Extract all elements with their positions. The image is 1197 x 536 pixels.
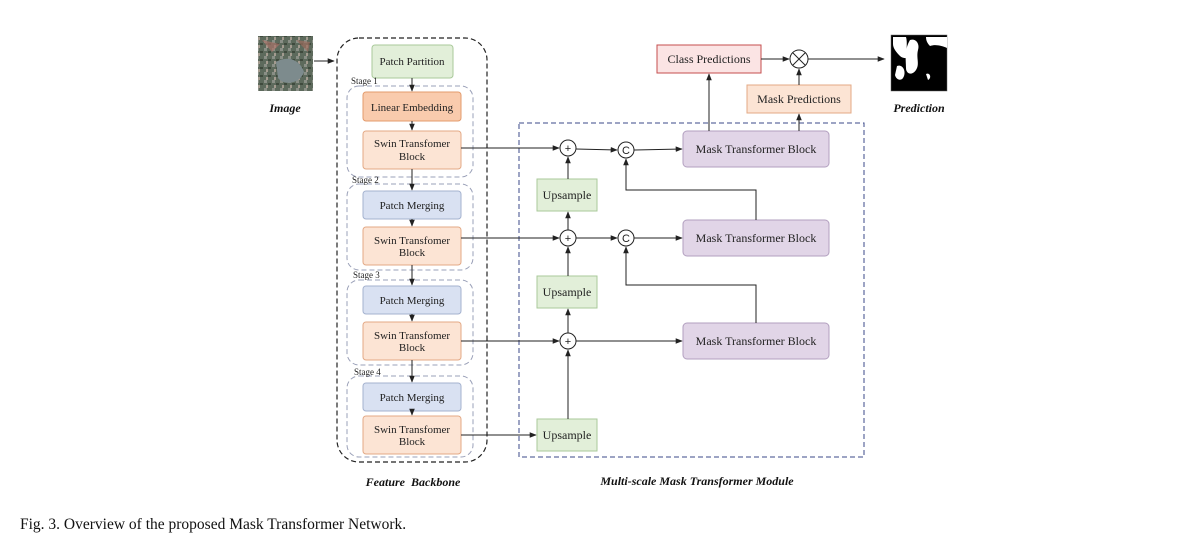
input-image — [258, 36, 313, 91]
mask-predictions-box: Mask Predictions — [746, 84, 852, 114]
svg-text:Mask Predictions: Mask Predictions — [757, 92, 841, 106]
feature-backbone-container — [336, 37, 488, 463]
upsample-box-3: Upsample — [536, 418, 598, 452]
upsample-box-2: Upsample — [536, 275, 598, 309]
upsample-box-1: Upsample — [536, 178, 598, 212]
mask-transformer-block-1: Mask Transformer Block — [682, 130, 830, 168]
swin-block-stage-4: Swin Transfomer Block — [362, 415, 462, 455]
svg-text:Swin Transfomer: Swin Transfomer — [374, 330, 450, 342]
svg-text:Mask Transformer Block: Mask Transformer Block — [696, 142, 817, 156]
stage-2-label: Stage 2 — [352, 175, 379, 185]
stage-4-label: Stage 4 — [354, 367, 381, 377]
svg-text:Swin Transfomer: Swin Transfomer — [374, 138, 450, 150]
svg-text:Mask Transformer Block: Mask Transformer Block — [696, 231, 817, 245]
prediction-label: Prediction — [893, 101, 945, 115]
svg-text:Block: Block — [399, 342, 426, 354]
svg-text:Linear Embedding: Linear Embedding — [371, 102, 454, 114]
svg-text:Upsample: Upsample — [543, 428, 592, 442]
swin-block-stage-1: Swin Transfomer Block — [362, 130, 462, 170]
patch-merging-stage-2: Patch Merging — [362, 190, 462, 220]
svg-text:+: + — [565, 143, 571, 155]
figure-caption: Fig. 3. Overview of the proposed Mask Tr… — [20, 516, 407, 533]
patch-merging-stage-4: Patch Merging — [362, 382, 462, 412]
add-node-1: + — [559, 139, 577, 157]
svg-text:Class Predictions: Class Predictions — [668, 52, 751, 66]
svg-text:Block: Block — [399, 436, 426, 448]
multi-scale-module-label: Multi-scale Mask Transformer Module — [599, 474, 794, 488]
add-node-2: + — [559, 229, 577, 247]
multiply-node — [789, 49, 809, 69]
module-connectors — [461, 56, 885, 438]
svg-text:Patch Partition: Patch Partition — [379, 56, 445, 68]
svg-text:Upsample: Upsample — [543, 188, 592, 202]
svg-text:+: + — [565, 233, 571, 245]
svg-text:Block: Block — [399, 151, 426, 163]
class-predictions-box: Class Predictions — [656, 44, 762, 74]
svg-text:Patch Merging: Patch Merging — [380, 392, 445, 404]
concat-node-1: C — [617, 141, 635, 159]
stage-1-label: Stage 1 — [351, 76, 378, 86]
multi-scale-module-container — [518, 122, 865, 458]
swin-block-stage-2: Swin Transfomer Block — [362, 226, 462, 266]
svg-text:Patch Merging: Patch Merging — [380, 200, 445, 212]
image-label: Image — [268, 101, 301, 115]
stage-3-label: Stage 3 — [353, 270, 380, 280]
swin-block-stage-3: Swin Transfomer Block — [362, 321, 462, 361]
svg-text:Mask Transformer Block: Mask Transformer Block — [696, 334, 817, 348]
svg-text:Swin Transfomer: Swin Transfomer — [374, 424, 450, 436]
mask-transformer-block-2: Mask Transformer Block — [682, 219, 830, 257]
svg-text:C: C — [622, 145, 630, 157]
prediction-mask-image — [890, 34, 948, 92]
svg-text:Patch Merging: Patch Merging — [380, 295, 445, 307]
mask-transformer-block-3: Mask Transformer Block — [682, 322, 830, 360]
linear-embedding-box: Linear Embedding — [362, 91, 462, 122]
svg-text:+: + — [565, 336, 571, 348]
svg-text:Upsample: Upsample — [543, 285, 592, 299]
concat-node-2: C — [617, 229, 635, 247]
svg-text:Block: Block — [399, 247, 426, 259]
add-node-3: + — [559, 332, 577, 350]
svg-text:C: C — [622, 233, 630, 245]
svg-text:Swin Transfomer: Swin Transfomer — [374, 235, 450, 247]
patch-partition-box: Patch Partition — [371, 44, 454, 79]
patch-merging-stage-3: Patch Merging — [362, 285, 462, 315]
feature-backbone-label: Feature Backbone — [365, 475, 461, 489]
